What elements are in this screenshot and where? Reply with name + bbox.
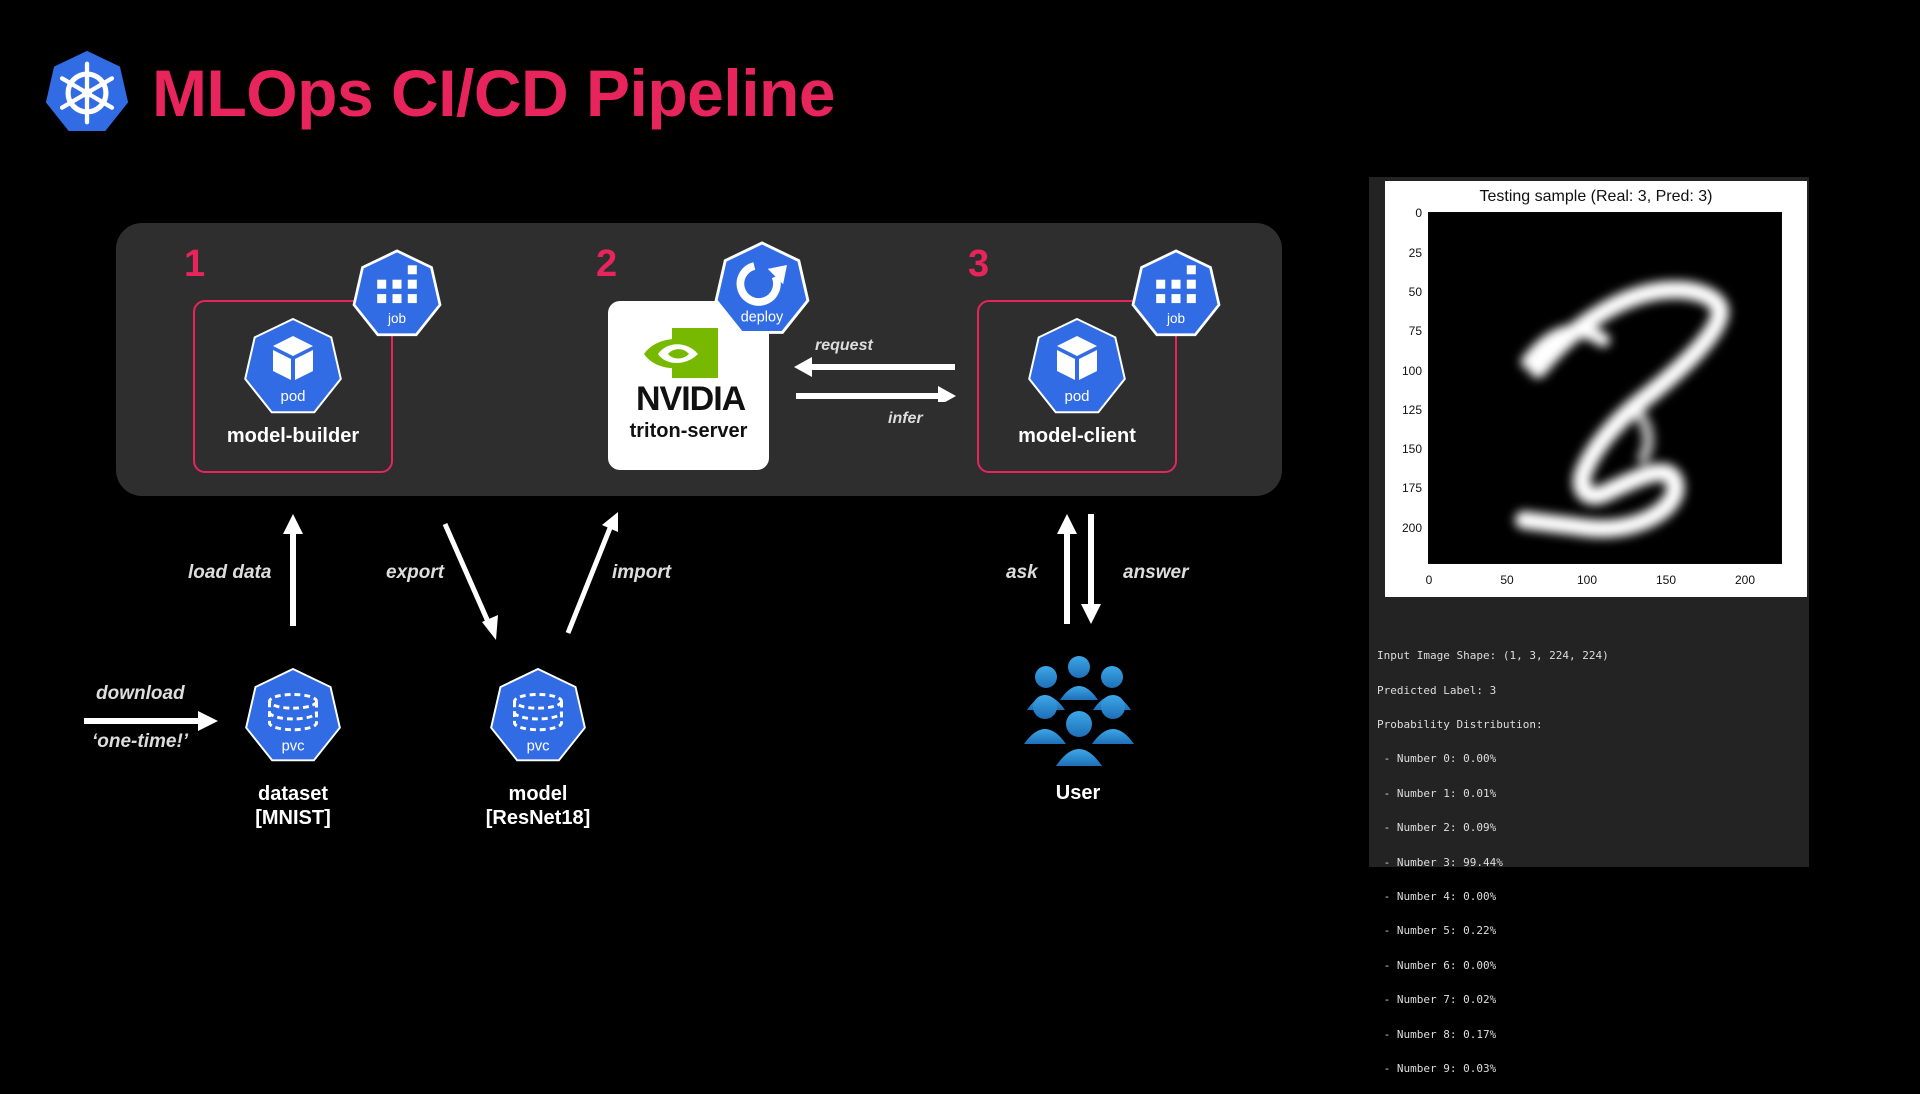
y-tick: 175: [1401, 481, 1422, 495]
export-label: export: [386, 562, 445, 583]
console-line: - Number 2: 0.09%: [1377, 821, 1497, 835]
pvc-badge: pvc: [245, 667, 341, 762]
download-arrow: [84, 711, 218, 731]
console-line: - Number 4: 0.00%: [1377, 890, 1497, 904]
job-badge-label: job: [1166, 311, 1185, 326]
x-tick: 0: [1425, 573, 1433, 587]
y-tick: 75: [1408, 324, 1422, 338]
console-line: Probability Distribution:: [1377, 718, 1543, 732]
x-tick: 150: [1655, 573, 1677, 587]
console-line: - Number 7: 0.02%: [1377, 993, 1497, 1007]
dataset-label: dataset [MNIST]: [213, 782, 373, 830]
pod-badge-label: pod: [1064, 388, 1089, 405]
page-title: MLOps CI/CD Pipeline: [152, 56, 836, 130]
console-line: - Number 8: 0.17%: [1377, 1027, 1497, 1041]
users-icon: [1024, 656, 1134, 766]
model-client-label: model-client: [1018, 425, 1136, 447]
refresh-icon: [736, 262, 787, 306]
x-tick: 200: [1734, 573, 1756, 587]
model-type: [ResNet18]: [485, 807, 591, 829]
model-name: model: [508, 783, 568, 805]
step-number-1: 1: [184, 243, 206, 285]
pvc-badge: pvc: [490, 667, 586, 762]
storage-icon: [513, 692, 563, 732]
nvidia-wordmark: NVIDIA: [636, 380, 746, 418]
console-line: Predicted Label: 3: [1377, 683, 1497, 697]
console-line: - Number 6: 0.00%: [1377, 958, 1497, 972]
cube-icon: [273, 336, 313, 380]
console-line: Input Image Shape: (1, 3, 224, 224): [1377, 649, 1609, 663]
digit-image: [1428, 212, 1782, 564]
console-line: - Number 1: 0.01%: [1377, 786, 1497, 800]
dataset-name: dataset: [257, 783, 329, 805]
ask-label: ask: [1006, 562, 1038, 583]
y-tick: 200: [1401, 521, 1422, 535]
y-tick: 125: [1401, 403, 1422, 417]
pod-badge: pod: [1028, 317, 1126, 414]
console-line: - Number 5: 0.22%: [1377, 924, 1497, 938]
load-data-label: load data: [188, 562, 272, 583]
console-output: Input Image Shape: (1, 3, 224, 224) Pred…: [1377, 630, 1609, 1094]
x-tick: 100: [1576, 573, 1598, 587]
model-builder-label: model-builder: [226, 425, 360, 447]
step-number-3: 3: [968, 243, 990, 285]
job-badge: job: [352, 249, 442, 337]
y-tick: 150: [1401, 442, 1422, 456]
y-tick: 50: [1408, 285, 1422, 299]
download-label: download: [96, 683, 185, 704]
flow-arrows: [283, 512, 1101, 640]
answer-label: answer: [1123, 562, 1189, 583]
console-line: - Number 3: 99.44%: [1377, 855, 1503, 869]
console-line: - Number 9: 0.03%: [1377, 1062, 1497, 1076]
model-store-label: model [ResNet18]: [458, 782, 618, 830]
y-tick: 25: [1408, 246, 1422, 260]
pod-badge-label: pod: [280, 388, 305, 405]
step-number-2: 2: [596, 243, 618, 285]
grid-icon: [1156, 265, 1196, 304]
kubernetes-helm-icon: [45, 50, 129, 132]
user-label: User: [1055, 782, 1101, 804]
console-line: - Number 0: 0.00%: [1377, 752, 1497, 766]
y-tick: 0: [1415, 206, 1422, 220]
deploy-badge-label: deploy: [741, 310, 784, 326]
storage-icon: [268, 692, 318, 732]
dataset-type: [MNIST]: [255, 807, 331, 829]
triton-server-label: triton-server: [629, 420, 748, 442]
nvidia-eye-logo: [644, 328, 718, 378]
job-badge-label: job: [387, 311, 406, 326]
model-builder-box: [193, 300, 393, 473]
y-tick: 100: [1401, 364, 1422, 378]
pvc-badge-label: pvc: [527, 738, 550, 754]
import-label: import: [612, 562, 672, 583]
model-client-box: [977, 300, 1177, 473]
job-badge: job: [1131, 249, 1221, 337]
pvc-badge-label: pvc: [282, 738, 305, 754]
request-infer-arrows: [794, 357, 956, 402]
plot-title: Testing sample (Real: 3, Pred: 3): [1479, 188, 1713, 205]
request-label: request: [815, 337, 873, 354]
x-tick: 50: [1500, 573, 1514, 587]
deploy-badge: deploy: [714, 241, 810, 334]
pod-badge: pod: [244, 317, 342, 414]
grid-icon: [377, 265, 417, 304]
infer-label: infer: [888, 410, 923, 427]
one-time-label: ‘one-time!’: [92, 731, 189, 752]
cube-icon: [1057, 336, 1097, 380]
